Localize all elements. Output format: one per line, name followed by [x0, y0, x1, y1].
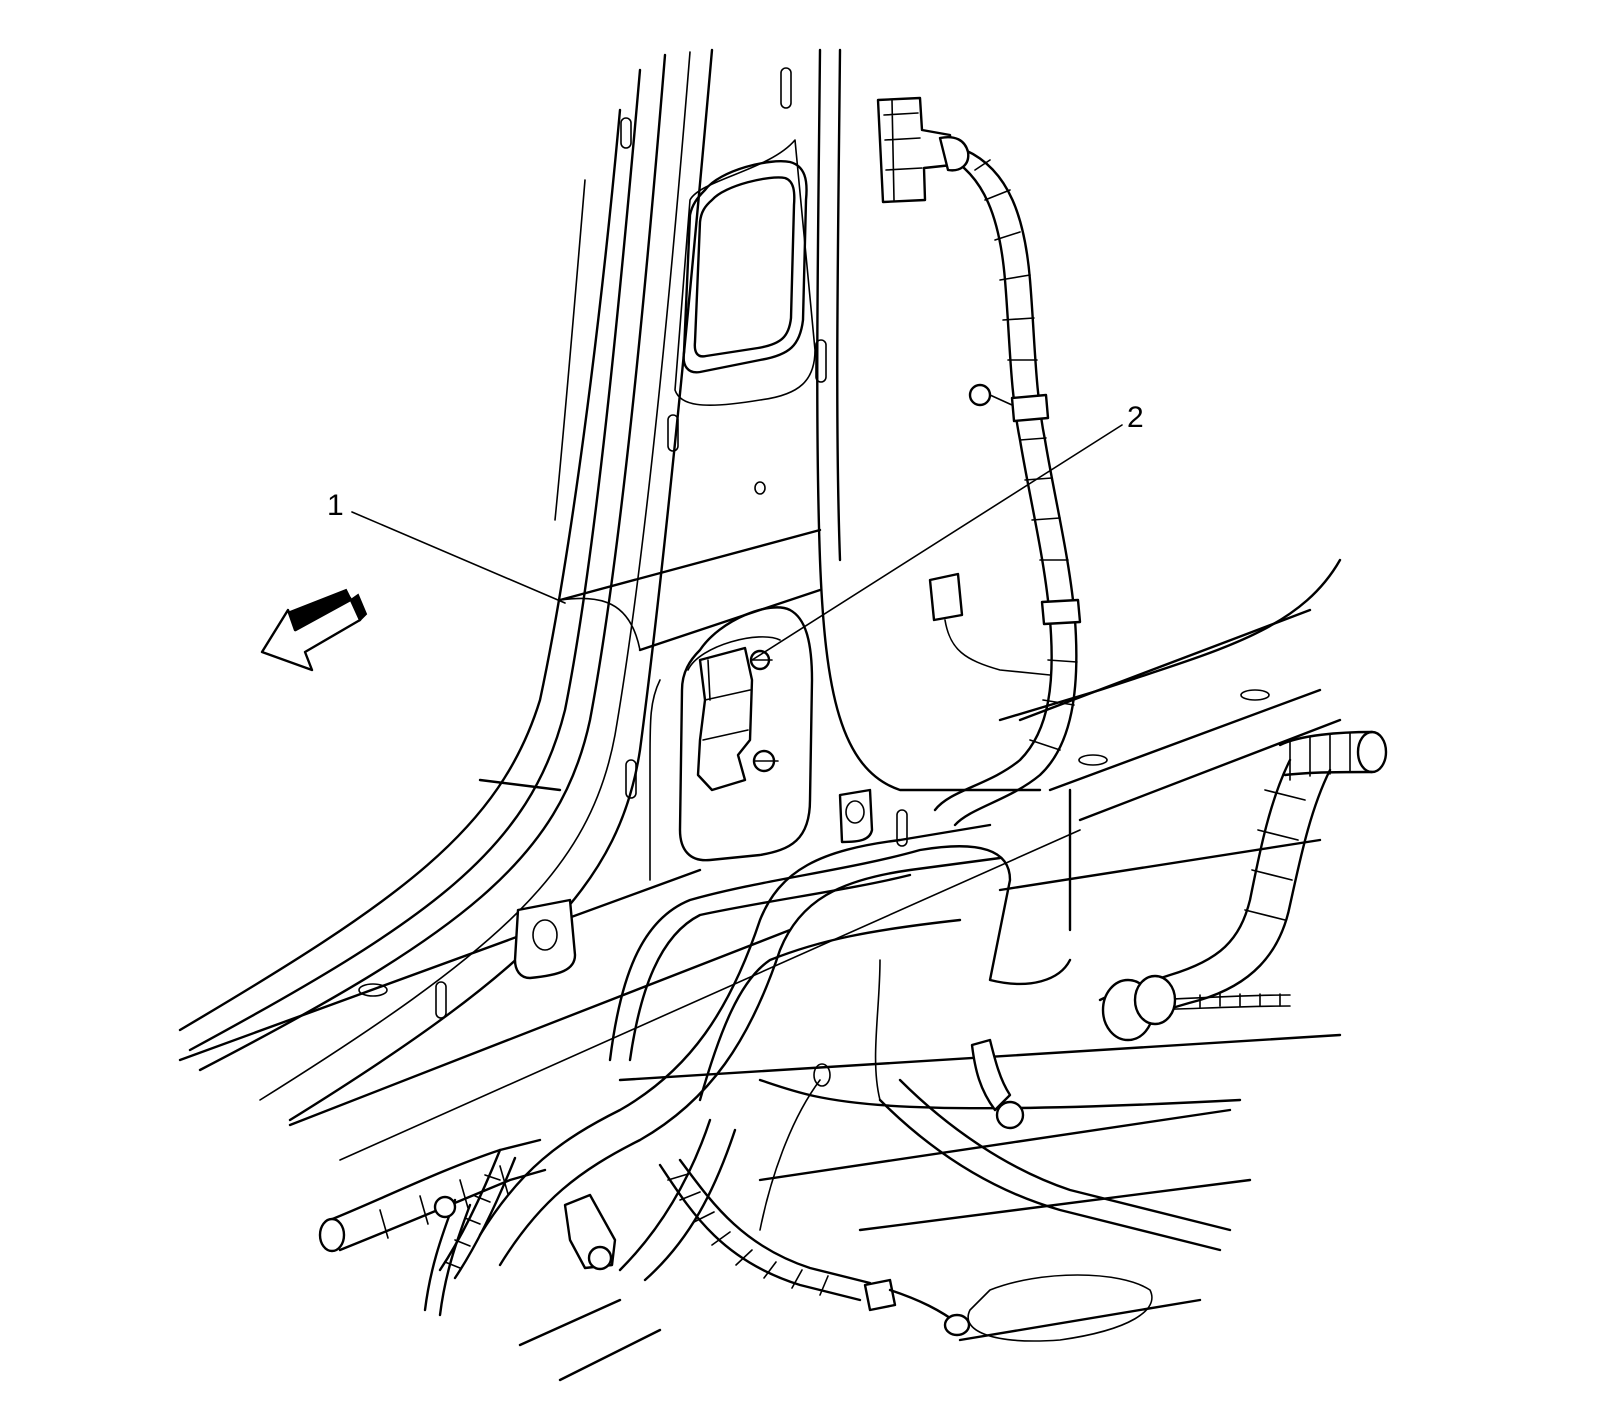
- sensor-wire-harness: [928, 148, 1082, 827]
- side-impact-sensor: [696, 646, 779, 792]
- front-direction-arrow-icon: [260, 588, 368, 672]
- callout-2: 2: [751, 401, 1144, 661]
- body-pillar-panel: [178, 48, 1081, 1161]
- lower-left-harness: [318, 1038, 1025, 1337]
- harness-connector: [876, 96, 970, 204]
- callout-1: 1: [327, 489, 566, 604]
- callout-1-label: 1: [327, 489, 344, 522]
- main-wiring-harness: [478, 823, 1232, 1282]
- callout-2-label: 2: [1127, 401, 1144, 434]
- rocker-and-floor: [518, 558, 1342, 1382]
- right-harness-bundle: [1098, 730, 1388, 1042]
- center-tunnel: [608, 845, 1072, 1231]
